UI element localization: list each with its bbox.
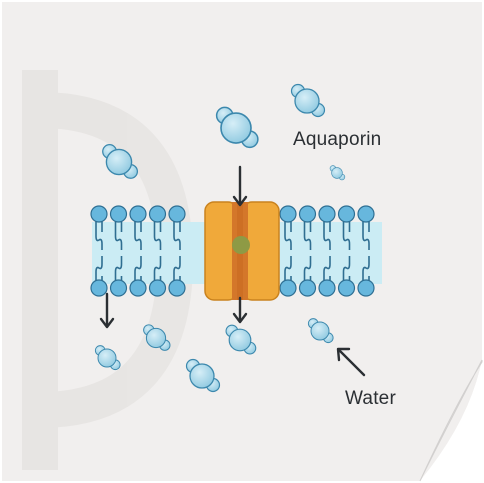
lipid — [357, 205, 375, 297]
lipid-head — [357, 279, 375, 297]
water-molecule-icon — [94, 345, 121, 371]
water-molecule-icon — [290, 83, 326, 118]
lipid-head — [168, 279, 186, 297]
aquaporin-protein — [204, 201, 280, 301]
lipid-head — [148, 279, 167, 297]
lipid-head — [298, 205, 317, 223]
lipid-head — [148, 205, 167, 223]
lipid — [129, 205, 147, 297]
lipid — [109, 205, 128, 297]
aquaporin-channel-center — [232, 236, 250, 254]
lipid-head — [318, 279, 336, 297]
lipid-head — [279, 279, 297, 297]
arrows — [99, 165, 366, 377]
water-molecules — [94, 83, 346, 393]
lipid-head — [357, 205, 375, 223]
lipid-bilayer — [90, 205, 375, 297]
arrow-down-icon — [99, 292, 115, 329]
water-label: Water — [345, 388, 396, 409]
lipid-head — [337, 279, 356, 297]
arrow-up-left-icon — [336, 347, 366, 377]
water-molecule-icon — [143, 324, 171, 351]
water-molecule-icon — [307, 318, 334, 344]
lipid — [90, 205, 108, 297]
lipid-head — [109, 279, 128, 297]
lipid — [318, 205, 336, 297]
lipid-head — [298, 279, 317, 297]
arrow-down-icon — [232, 296, 248, 324]
aquaporin-label: Aquaporin — [293, 129, 382, 150]
water-molecule-icon — [102, 144, 139, 179]
lipid-head — [318, 205, 336, 223]
water-molecule-icon — [329, 165, 346, 181]
page-curl-icon — [420, 360, 484, 483]
lipid-head — [90, 205, 108, 223]
lipid — [337, 205, 356, 297]
lipid — [168, 205, 186, 297]
water-molecule-icon — [215, 106, 259, 149]
water-molecule-icon — [185, 358, 221, 393]
lipid — [279, 205, 297, 297]
lipid-head — [129, 205, 147, 223]
lipid-head — [109, 205, 128, 223]
lipid-head — [337, 205, 356, 223]
lipid-head — [129, 279, 147, 297]
lipid-head — [279, 205, 297, 223]
lipid — [298, 205, 317, 297]
arrow-down-icon — [232, 165, 248, 207]
lipid-head — [168, 205, 186, 223]
lipid — [148, 205, 167, 297]
lipid-head — [90, 279, 108, 297]
water-molecule-icon — [225, 324, 257, 355]
